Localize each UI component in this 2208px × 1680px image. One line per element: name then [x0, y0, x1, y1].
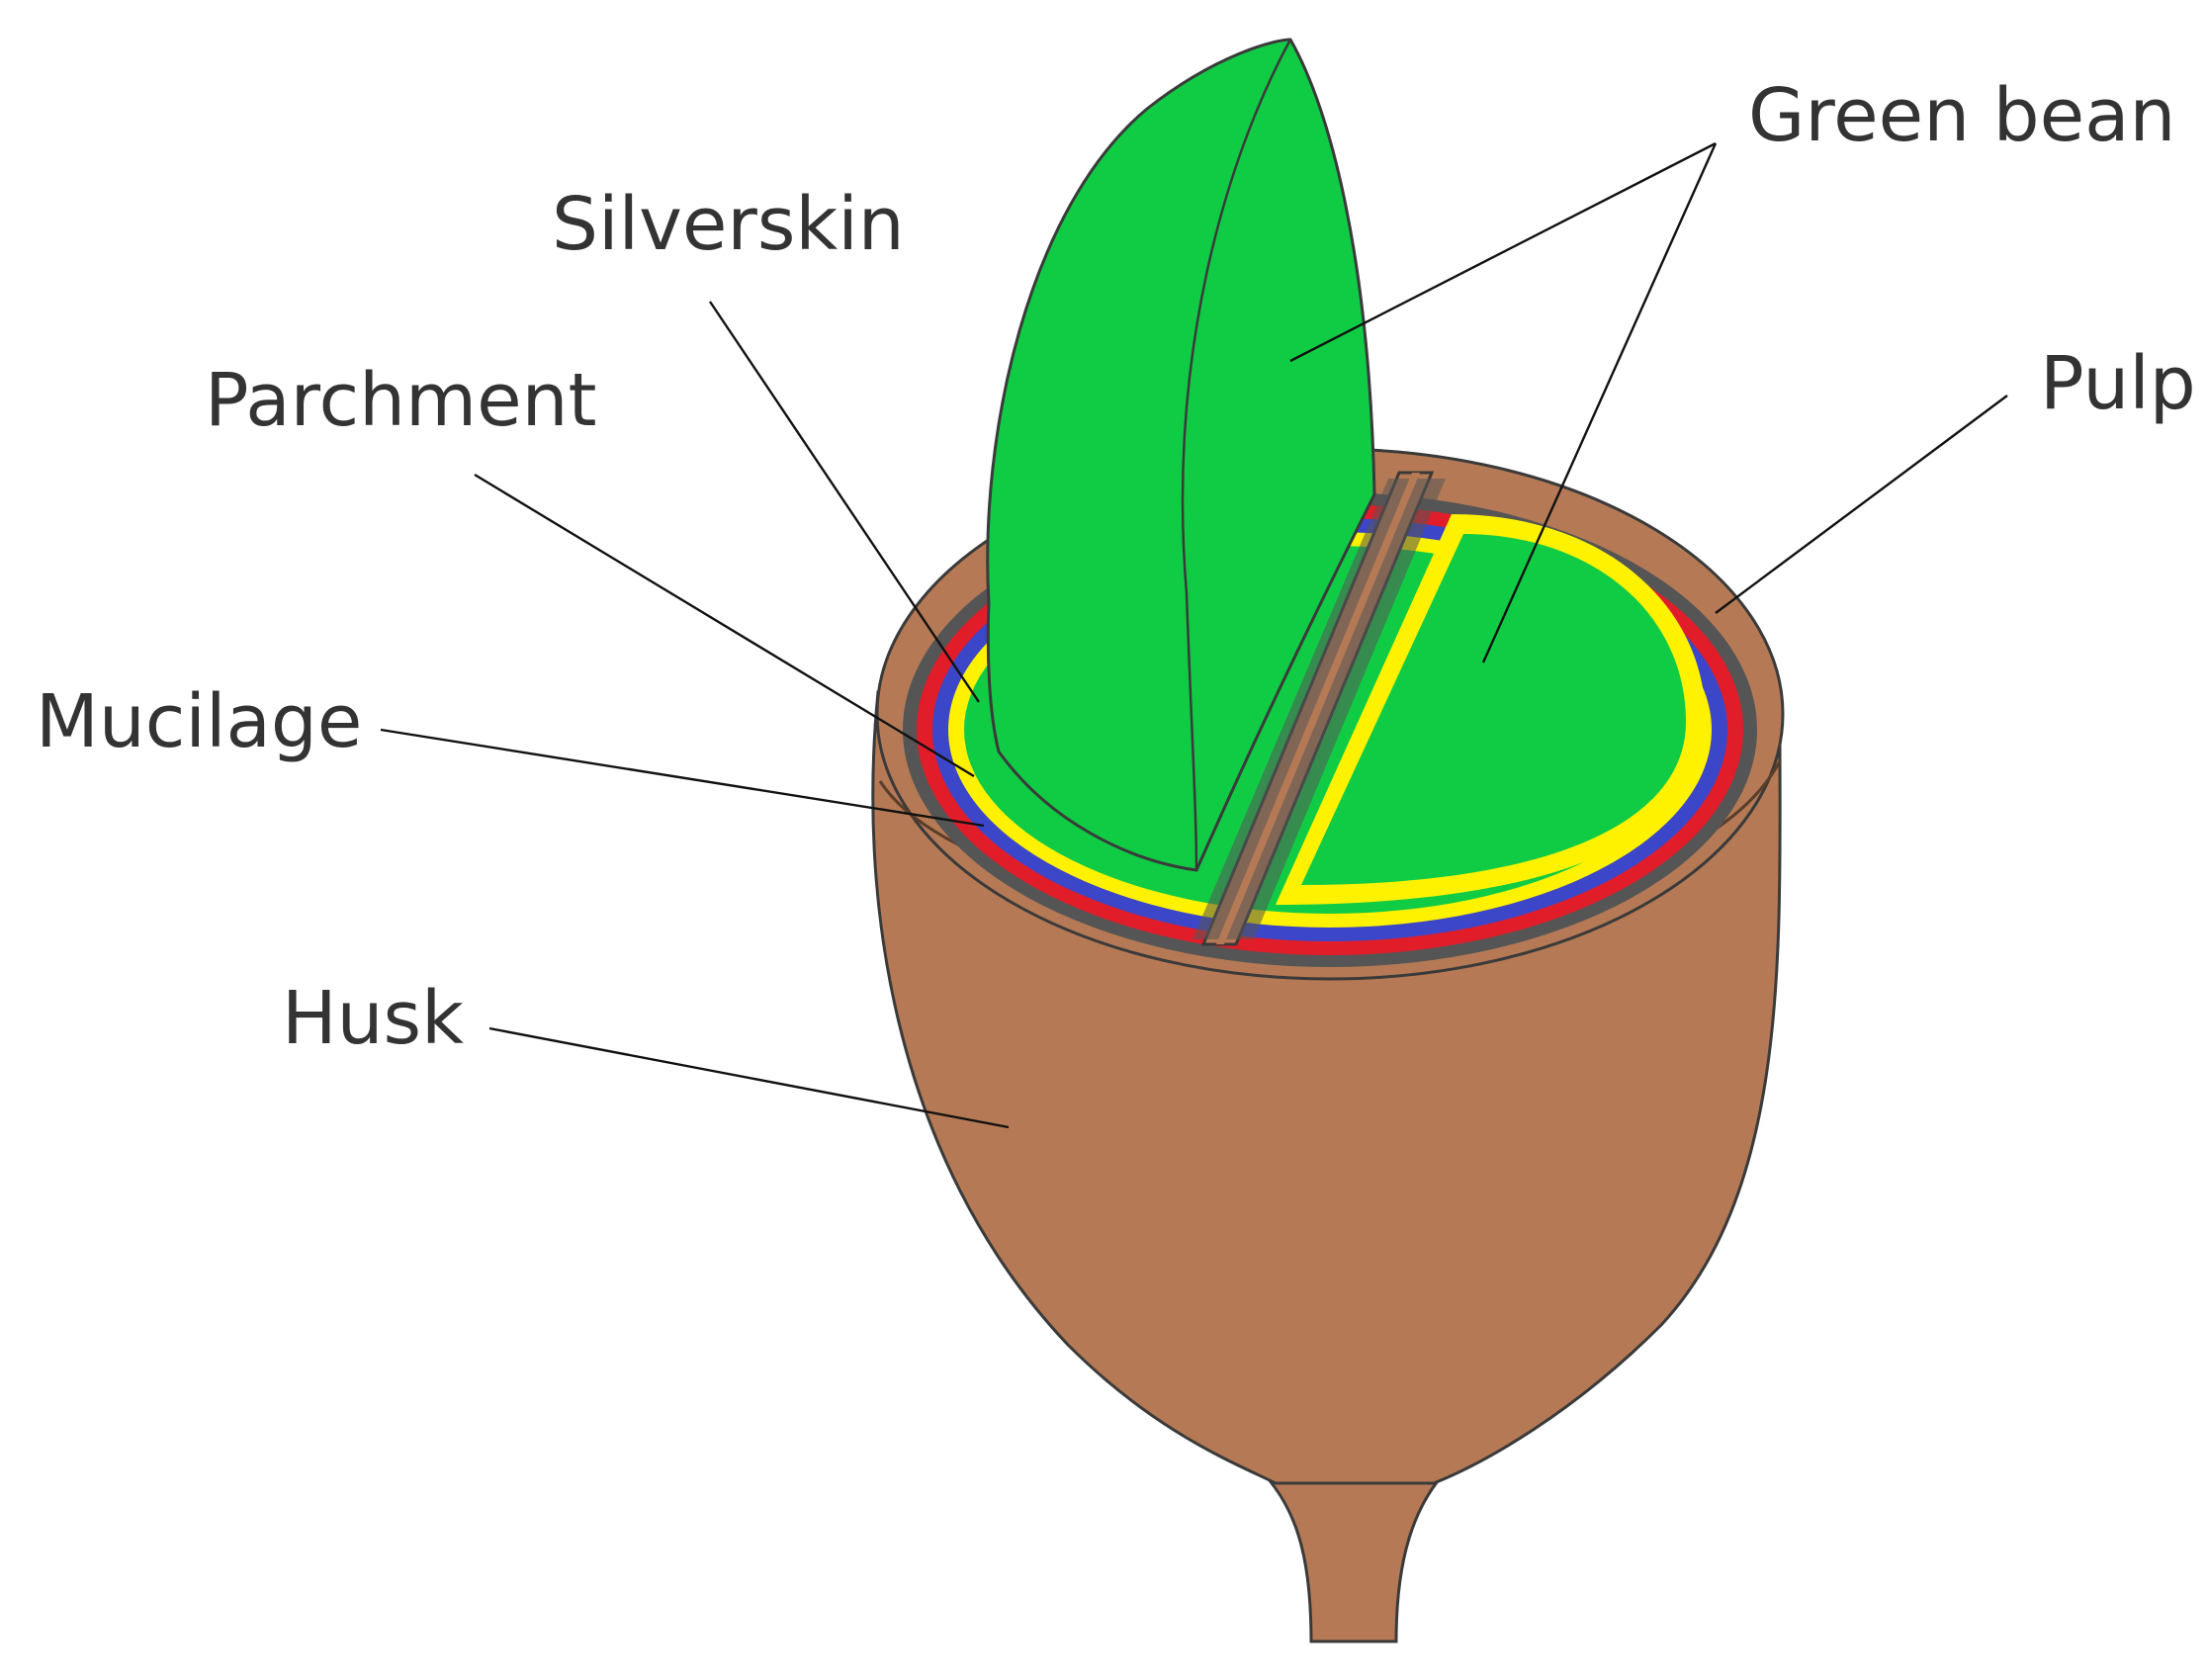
leader-green-bean-2	[1481, 142, 1718, 663]
leader-silverskin	[709, 301, 980, 703]
leader-husk	[488, 1026, 1010, 1129]
label-husk: Husk	[282, 976, 464, 1061]
leader-parchment	[474, 473, 975, 778]
label-mucilage: Mucilage	[36, 679, 362, 764]
leader-green-bean-1	[1289, 141, 1717, 363]
label-pulp: Pulp	[2040, 341, 2196, 426]
label-green-bean: Green bean	[1748, 73, 2175, 158]
leader-lines	[380, 141, 2008, 1129]
leader-pulp	[1715, 395, 2008, 614]
stem	[1250, 1461, 1457, 1643]
label-parchment: Parchment	[205, 358, 597, 443]
bean-seam	[1181, 39, 1292, 871]
standing-bean-half	[986, 38, 1376, 872]
right-half-bean	[1301, 534, 1686, 885]
label-silverskin: Silverskin	[552, 182, 905, 267]
leader-mucilage	[380, 728, 985, 828]
